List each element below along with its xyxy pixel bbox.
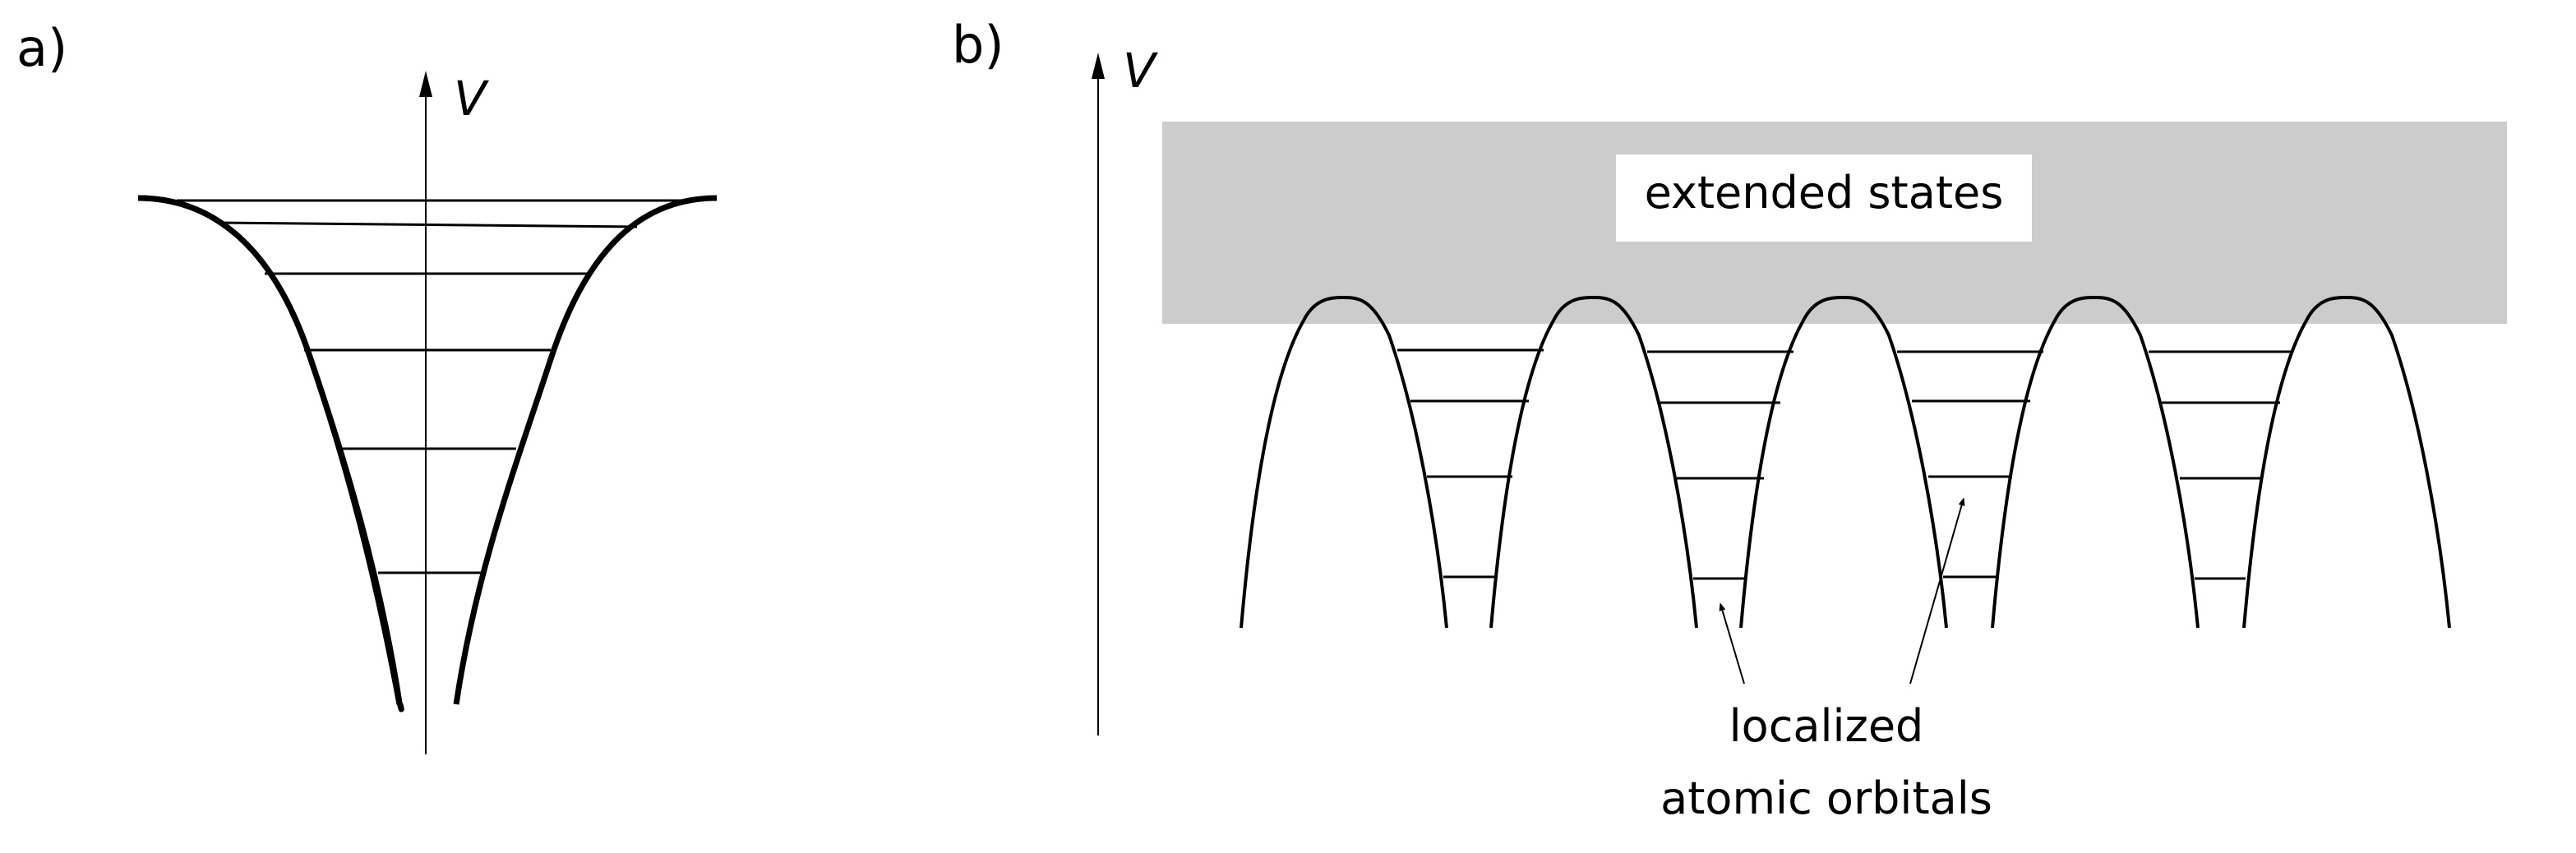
localized-levels: [1397, 348, 2293, 580]
panel-a-axis-label: V: [454, 71, 490, 127]
pointer-arrow: [1719, 602, 1745, 685]
atomic-potentials: [1240, 295, 2451, 629]
panel-a-potential-well-right: [453, 195, 718, 705]
orbital-label-line1: localized: [1729, 700, 1924, 752]
extended-states-label-box: [1616, 154, 2032, 242]
extended-states-label: extended states: [1645, 167, 2004, 219]
atomic-potential: [1991, 295, 2200, 629]
panel-a: a) V: [16, 18, 718, 754]
panel-a-potential-well-left: [137, 195, 403, 705]
atomic-potential: [1489, 295, 1698, 629]
atomic-potential: [1240, 295, 1448, 629]
orbital-label-line2: atomic orbitals: [1660, 772, 1992, 824]
panel-a-axis-arrow: [419, 71, 432, 97]
atomic-potential: [1739, 295, 1948, 629]
panel-b-label: b): [952, 15, 1004, 75]
orbital-pointers: [1719, 497, 1965, 685]
panel-b: b) extended states V: [952, 15, 2507, 824]
pointer-arrow: [1909, 497, 1965, 685]
energy-level: [216, 221, 638, 228]
atomic-potential: [2242, 295, 2451, 629]
panel-a-label: a): [16, 18, 67, 78]
panel-b-axis-label: V: [1123, 43, 1159, 99]
panel-b-axis-arrow: [1092, 53, 1105, 79]
panel-a-energy-levels: [177, 199, 682, 574]
